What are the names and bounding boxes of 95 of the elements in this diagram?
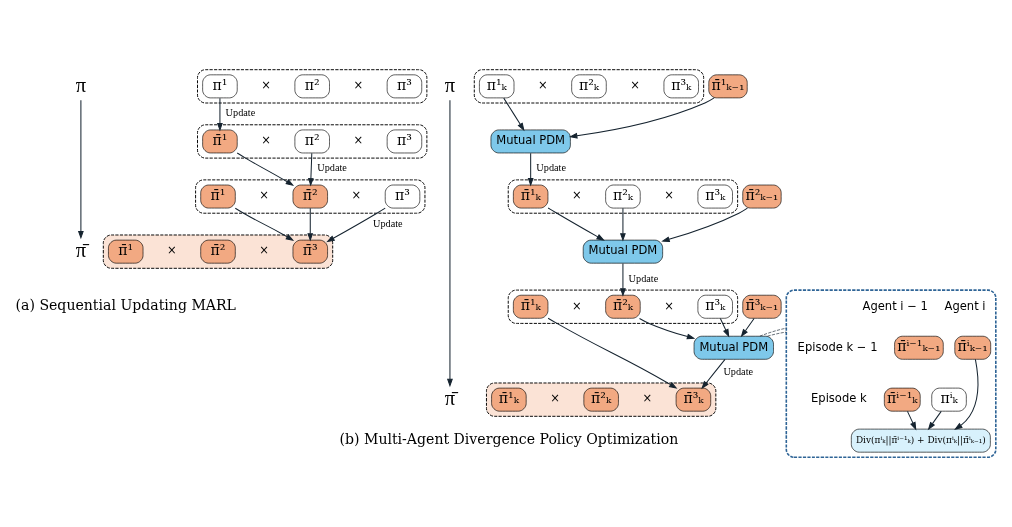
edge-label: Update (317, 162, 347, 174)
arrow (236, 152, 295, 186)
node-box: Mutual PDM (693, 335, 774, 360)
node-text: π̄ (75, 238, 87, 261)
node-box: π̄ⁱₖ₋₁ (954, 335, 991, 360)
arrow (503, 97, 525, 132)
node-box: Mutual PDM (582, 239, 663, 264)
arrow (568, 97, 715, 139)
arrow (446, 99, 453, 388)
label: × (630, 78, 640, 93)
node-box: π̄¹ₖ₋₁ (708, 74, 748, 99)
node-box: π¹ₖ (479, 74, 515, 99)
edge-label: Update (723, 365, 754, 377)
label: × (664, 298, 674, 313)
arrow (216, 97, 223, 132)
edge-label: Update (225, 107, 256, 119)
node-box: π²ₖ (605, 184, 641, 209)
label: Episode k (811, 391, 867, 406)
arrow (307, 152, 314, 187)
edge-label: Update (536, 162, 566, 174)
label: Agent i (944, 298, 986, 313)
node-box: π̄² (200, 239, 236, 264)
arrow (619, 262, 626, 297)
node-box: π³ (386, 74, 423, 99)
node-box: π³ₖ (697, 184, 733, 209)
arrow (954, 358, 979, 430)
node-box: π̄¹ₖ (513, 184, 549, 209)
label: (a) Sequential Updating MARL (15, 297, 236, 314)
label: × (261, 133, 271, 148)
arrow (307, 207, 314, 242)
arrow (619, 207, 626, 242)
connector (759, 327, 787, 337)
node-box: π̄ⁱ⁻¹ₖ₋₁ (894, 335, 944, 360)
arrow (661, 207, 748, 243)
node-box: π̄¹ (108, 239, 144, 264)
node-box: π² (294, 74, 330, 99)
node-box: π¹ (202, 74, 238, 99)
label: × (259, 188, 269, 203)
label: × (571, 298, 582, 313)
node-box: π̄¹ (202, 129, 238, 154)
label: Episode k − 1 (797, 339, 878, 354)
label: × (353, 78, 364, 93)
arrow (906, 410, 917, 431)
node-text: π̄ (444, 386, 456, 409)
label: × (167, 243, 177, 258)
node-box: π³ₖ (697, 294, 733, 319)
node-box: π̄² (292, 184, 328, 209)
arrow (639, 317, 696, 340)
node-box: Mutual PDM (490, 129, 571, 154)
node-box: π²ₖ (571, 74, 607, 99)
cluster (473, 69, 705, 104)
arrow (701, 358, 726, 390)
label: × (259, 243, 269, 258)
node-text: π (75, 73, 87, 96)
node-box: π̄¹ₖ (513, 294, 549, 319)
node-box: π̄¹ₖ (491, 387, 527, 412)
node-box: π̄²ₖ (605, 294, 641, 319)
arrow (77, 99, 84, 240)
arrow (326, 207, 386, 243)
label: × (538, 78, 548, 93)
arrow (547, 317, 678, 389)
label: × (351, 188, 362, 203)
node-box: π̄²ₖ₋₁ (742, 184, 782, 209)
label: × (664, 188, 674, 203)
arrow (927, 410, 942, 431)
node-box: π³ₖ (663, 74, 699, 99)
label: × (353, 133, 364, 148)
node-text: π (444, 73, 456, 96)
node-box: π̄¹ (200, 184, 236, 209)
cluster (785, 289, 997, 459)
label: × (261, 78, 271, 93)
node-box: π̄³ₖ (675, 387, 712, 412)
node-box: Div(πⁱₖ||π̄ⁱ⁻¹ₖ) + Div(πⁱₖ||π̄ⁱₖ₋₁) (851, 428, 991, 453)
label: × (550, 391, 560, 406)
node-box: π̄³ (292, 239, 328, 264)
arrow (547, 207, 605, 241)
label: × (571, 188, 582, 203)
node-box: π̄ⁱ⁻¹ₖ (884, 387, 921, 412)
edge-label: Update (628, 272, 659, 284)
label: Agent i − 1 (862, 298, 928, 313)
edge-label: Update (372, 217, 403, 229)
node-box: π³ (384, 184, 421, 209)
node-box: π̄²ₖ (583, 387, 619, 412)
arrow (234, 207, 295, 241)
arrow (527, 152, 534, 187)
node-box: π̄³ₖ₋₁ (742, 294, 782, 319)
connector (767, 331, 787, 337)
cluster (197, 69, 428, 104)
node-box: π³ (386, 129, 423, 154)
arrow (719, 317, 730, 338)
node-box: πⁱₖ (931, 387, 967, 412)
arrow (740, 317, 755, 338)
node-box: π² (294, 129, 330, 154)
label: (b) Multi-Agent Divergence Policy Optimization (339, 431, 679, 448)
label: × (642, 391, 653, 406)
